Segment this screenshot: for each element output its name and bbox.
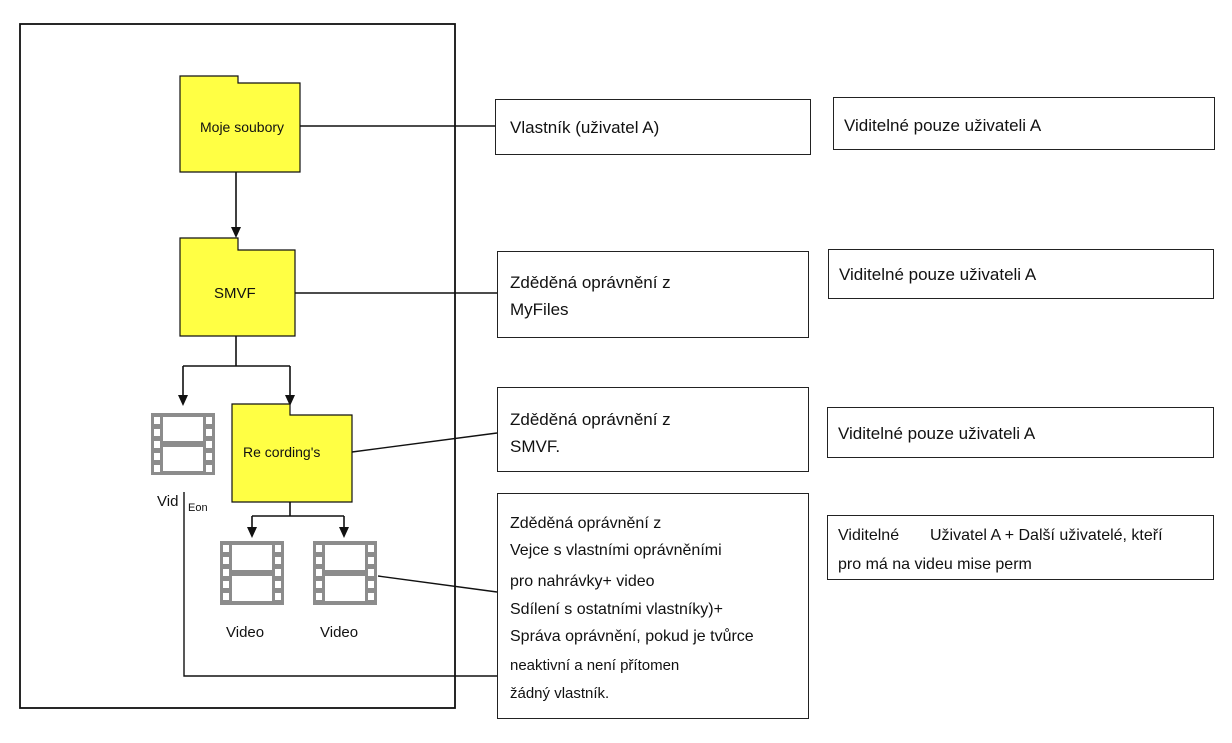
folder-icon bbox=[179, 75, 301, 173]
permission-text: SMVF. bbox=[510, 437, 561, 456]
video-label-b: Video bbox=[320, 624, 359, 641]
video-film-icon bbox=[151, 413, 215, 475]
visibility-box: Viditelné pouze uživateli A bbox=[833, 97, 1215, 150]
permission-box-recordings: Zděděná oprávnění z Vejce s vlastními op… bbox=[497, 493, 809, 719]
permission-text: pro nahrávky+ video bbox=[510, 573, 655, 590]
video-label-left: Vid bbox=[157, 493, 179, 510]
permission-text: Vlastník (uživatel A) bbox=[510, 118, 660, 137]
permission-text: Správa oprávnění, pokud je tvůrce bbox=[510, 628, 754, 645]
connector-recordings bbox=[351, 432, 498, 453]
video-film-icon bbox=[220, 541, 284, 605]
folder-icon bbox=[179, 237, 296, 337]
permission-text: Vejce s vlastními oprávněními bbox=[510, 542, 722, 559]
visibility-text: Viditelné bbox=[838, 527, 900, 544]
visibility-text: Viditelné pouze uživateli A bbox=[844, 116, 1042, 135]
permission-text: neaktivní a není přítomen bbox=[510, 657, 680, 674]
visibility-text: Viditelné pouze uživateli A bbox=[839, 265, 1037, 284]
permission-text: Sdílení s ostatními vlastníky)+ bbox=[510, 601, 723, 618]
folder-label-recordings: Re cording's bbox=[243, 444, 321, 460]
folder-label-smvf: SMVF bbox=[214, 285, 256, 302]
arrowhead bbox=[285, 395, 295, 406]
permission-text: Zděděná oprávnění z bbox=[510, 273, 671, 292]
permission-text: Zděděná oprávnění z bbox=[510, 515, 662, 532]
visibility-text: Viditelné pouze uživateli A bbox=[838, 424, 1036, 443]
permission-text: žádný vlastník. bbox=[510, 685, 610, 702]
folder-icon bbox=[231, 403, 353, 503]
video-film-icon bbox=[313, 541, 377, 605]
left-panel-frame bbox=[19, 23, 456, 709]
connector-video-b bbox=[377, 575, 498, 593]
arrowhead bbox=[339, 527, 349, 538]
visibility-box: Viditelné pouze uživateli A bbox=[828, 249, 1214, 299]
visibility-text: pro má na videu mise perm bbox=[838, 556, 1032, 573]
video-label-a: Video bbox=[226, 624, 265, 641]
arrowhead bbox=[231, 227, 241, 238]
visibility-text: Uživatel A + Další uživatelé, kteří bbox=[930, 527, 1163, 544]
arrowhead bbox=[247, 527, 257, 538]
permission-box-smvf: Zděděná oprávnění z SMVF. bbox=[497, 387, 809, 472]
visibility-box: Viditelné pouze uživateli A bbox=[827, 407, 1214, 458]
connector-left-video bbox=[183, 492, 497, 677]
permission-text: Zděděná oprávnění z bbox=[510, 410, 671, 429]
visibility-box-video: Viditelné Uživatel A + Další uživatelé, … bbox=[827, 515, 1214, 580]
permission-box-owner: Vlastník (uživatel A) bbox=[495, 99, 811, 155]
folder-label-moje-soubory: Moje soubory bbox=[200, 119, 285, 135]
arrowhead bbox=[178, 395, 188, 406]
permission-box-myfiles: Zděděná oprávnění z MyFiles bbox=[497, 251, 809, 338]
video-label-left-suffix: Eon bbox=[188, 502, 208, 514]
permission-text: MyFiles bbox=[510, 300, 569, 319]
